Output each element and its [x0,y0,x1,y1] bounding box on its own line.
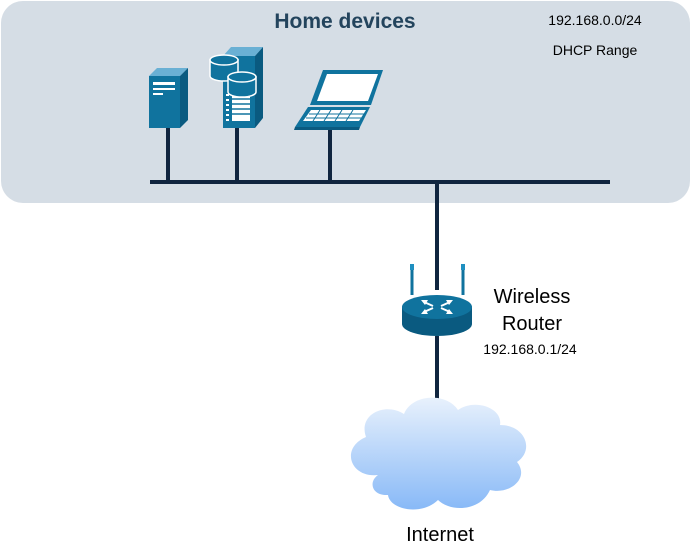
connection-lines [150,128,610,400]
router-ip-label: 192.168.0.1/24 [483,341,577,357]
database-server-icon[interactable] [209,47,263,128]
dhcp-range-label: DHCP Range [552,42,638,58]
subnet-label: 192.168.0.0/24 [548,12,642,28]
desktop-tower-icon[interactable] [149,68,188,128]
router-label: Wireless Router [493,286,571,335]
cloud-icon[interactable] [350,397,527,510]
laptop-icon[interactable] [294,70,383,130]
internet-label: Internet [406,524,474,546]
wireless-router-icon[interactable] [402,264,472,336]
home-devices-title: Home devices [274,10,416,33]
